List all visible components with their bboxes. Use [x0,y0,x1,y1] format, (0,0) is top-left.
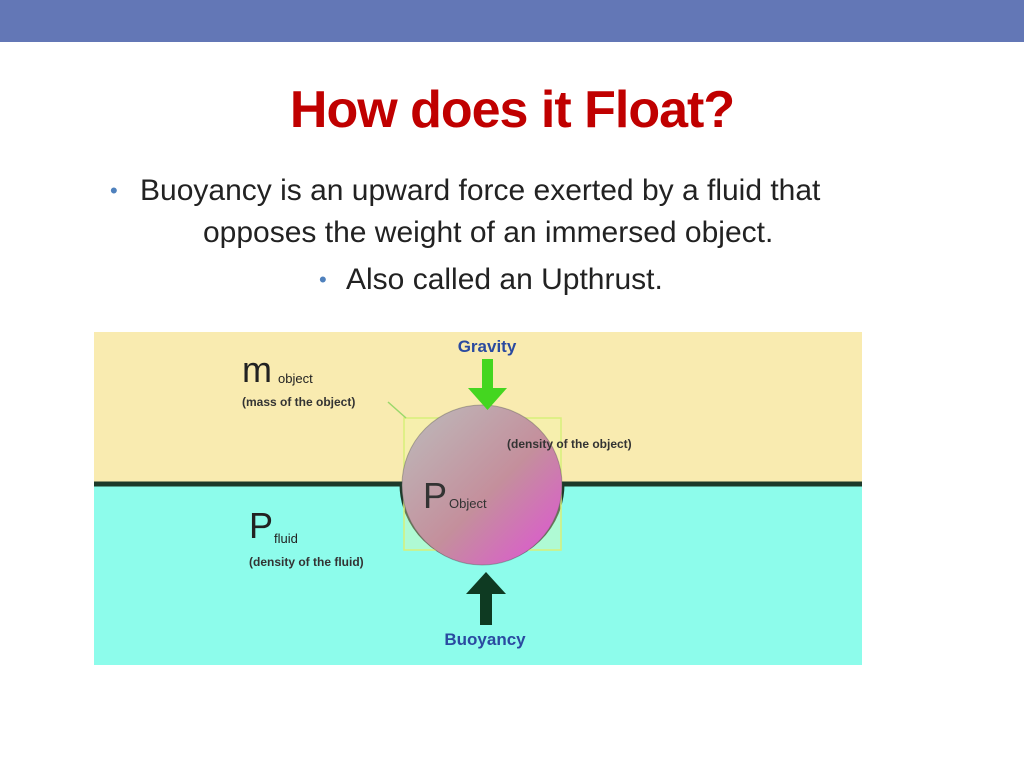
bullet-text: Also called an Upthrust. [346,263,663,296]
fluid-density-subscript: fluid [274,531,298,546]
bullet-item-buoyancy: • Buoyancy is an upward force exerted by… [140,170,940,254]
buoyancy-label: Buoyancy [444,630,526,649]
mass-subscript: object [278,371,313,386]
bullet-dot-icon: • [319,259,327,301]
bullet-text-line-2: opposes the weight of an immersed object… [140,212,940,254]
object-density-symbol: P [423,475,447,516]
mass-symbol: m [242,349,272,390]
top-accent-band [0,0,1024,42]
fluid-density-symbol: P [249,505,273,546]
bullet-dot-icon: • [110,170,118,212]
density-object-caption: (density of the object) [507,437,632,451]
object-density-subscript: Object [449,496,487,511]
mass-caption: (mass of the object) [242,395,355,409]
buoyancy-diagram: Gravity Buoyancy m object (mass of the o… [94,332,862,665]
slide-title: How does it Float? [0,84,1024,136]
bullet-item-upthrust: • Also called an Upthrust. [346,259,846,301]
fluid-density-caption: (density of the fluid) [249,555,364,569]
gravity-label: Gravity [458,337,517,356]
bullet-text-line-1: Buoyancy is an upward force exerted by a… [140,174,820,207]
